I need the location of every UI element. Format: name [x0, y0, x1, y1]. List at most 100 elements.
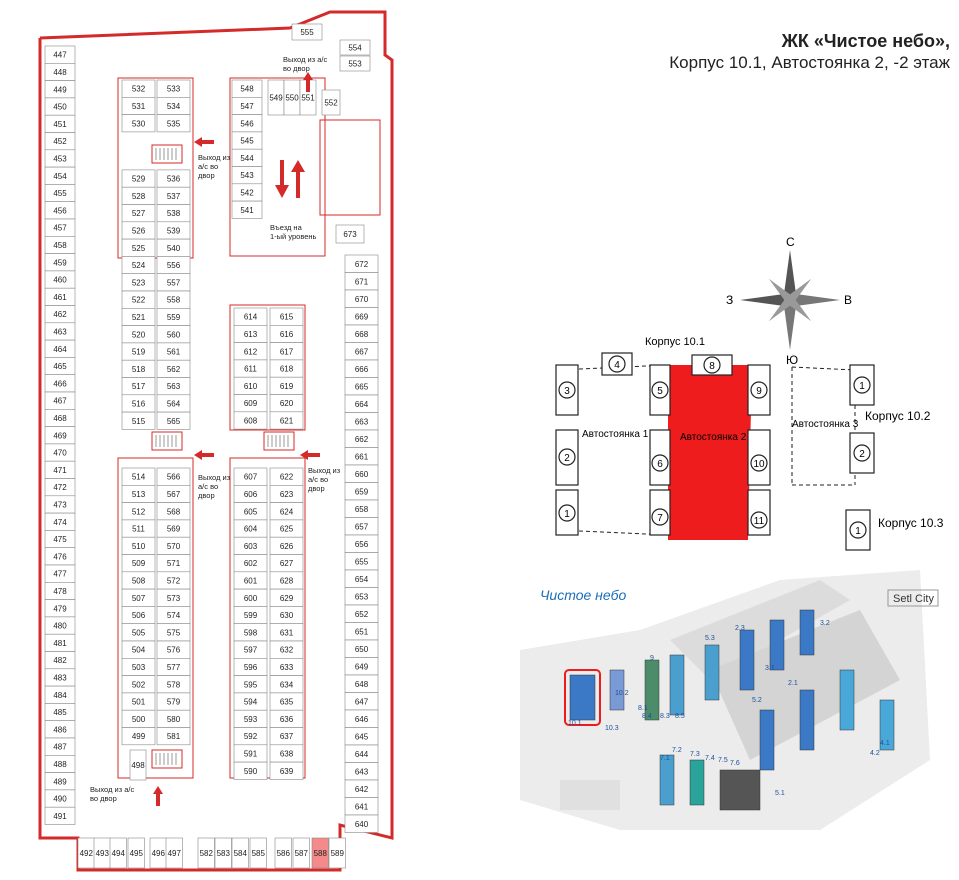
parking-space-648[interactable]: 648 [344, 674, 379, 693]
parking-space-654[interactable]: 654 [344, 569, 379, 588]
parking-space-479[interactable]: 479 [44, 599, 76, 618]
parking-space-668[interactable]: 668 [344, 324, 379, 343]
parking-space-610[interactable]: 610 [233, 376, 268, 395]
parking-space-501[interactable]: 501 [121, 692, 156, 711]
parking-space-620[interactable]: 620 [269, 394, 304, 413]
parking-space-463[interactable]: 463 [44, 322, 76, 341]
parking-space-574[interactable]: 574 [156, 606, 191, 625]
parking-space-601[interactable]: 601 [233, 571, 268, 590]
parking-space-572[interactable]: 572 [156, 571, 191, 590]
parking-space-457[interactable]: 457 [44, 218, 76, 237]
parking-space-476[interactable]: 476 [44, 547, 76, 566]
parking-space-558[interactable]: 558 [156, 290, 191, 309]
parking-space-509[interactable]: 509 [121, 554, 156, 573]
parking-space-545[interactable]: 545 [231, 131, 263, 150]
parking-space-547[interactable]: 547 [231, 97, 263, 115]
parking-space-621[interactable]: 621 [269, 411, 304, 430]
parking-space-510[interactable]: 510 [121, 536, 156, 555]
parking-space-632[interactable]: 632 [269, 640, 304, 659]
parking-space-584[interactable]: 584 [231, 837, 249, 869]
parking-space-577[interactable]: 577 [156, 657, 191, 676]
parking-space-465[interactable]: 465 [44, 357, 76, 375]
parking-space-567[interactable]: 567 [156, 484, 191, 503]
parking-space-462[interactable]: 462 [44, 305, 76, 324]
parking-space-517[interactable]: 517 [121, 377, 156, 396]
parking-space-459[interactable]: 459 [44, 253, 76, 272]
parking-space-599[interactable]: 599 [233, 606, 268, 625]
parking-space-472[interactable]: 472 [44, 478, 76, 497]
parking-space-641[interactable]: 641 [344, 797, 379, 816]
parking-space-661[interactable]: 661 [344, 447, 379, 466]
parking-space-666[interactable]: 666 [344, 359, 379, 378]
parking-space-560[interactable]: 560 [156, 325, 191, 344]
parking-space-593[interactable]: 593 [233, 709, 268, 728]
parking-space-546[interactable]: 546 [231, 114, 263, 133]
parking-space-660[interactable]: 660 [344, 464, 379, 483]
parking-space-629[interactable]: 629 [269, 588, 304, 607]
parking-space-505[interactable]: 505 [121, 623, 156, 642]
parking-space-516[interactable]: 516 [121, 394, 156, 413]
parking-space-646[interactable]: 646 [344, 709, 379, 728]
parking-space-672[interactable]: 672 [344, 254, 379, 273]
parking-space-589[interactable]: 589 [328, 837, 346, 869]
parking-space-613[interactable]: 613 [233, 324, 268, 343]
parking-space-475[interactable]: 475 [44, 530, 76, 549]
parking-space-640[interactable]: 640 [344, 814, 379, 833]
parking-space-557[interactable]: 557 [156, 273, 191, 292]
parking-space-655[interactable]: 655 [344, 552, 379, 571]
parking-space-527[interactable]: 527 [121, 204, 156, 223]
parking-space-473[interactable]: 473 [44, 495, 76, 514]
parking-space-617[interactable]: 617 [269, 342, 304, 361]
parking-space-460[interactable]: 460 [44, 270, 76, 289]
parking-space-449[interactable]: 449 [44, 80, 76, 99]
parking-space-520[interactable]: 520 [121, 325, 156, 344]
parking-space-665[interactable]: 665 [344, 377, 379, 396]
parking-space-628[interactable]: 628 [269, 571, 304, 590]
parking-space-608[interactable]: 608 [233, 411, 268, 430]
parking-space-450[interactable]: 450 [44, 97, 76, 116]
parking-space-566[interactable]: 566 [156, 467, 191, 486]
parking-space-507[interactable]: 507 [121, 588, 156, 607]
parking-space-518[interactable]: 518 [121, 359, 156, 378]
parking-space-553[interactable]: 553 [339, 55, 371, 72]
parking-space-636[interactable]: 636 [269, 709, 304, 728]
parking-space-534[interactable]: 534 [156, 97, 191, 115]
parking-space-515[interactable]: 515 [121, 411, 156, 430]
parking-space-625[interactable]: 625 [269, 519, 304, 538]
parking-space-502[interactable]: 502 [121, 675, 156, 694]
parking-space-597[interactable]: 597 [233, 640, 268, 659]
parking-space-513[interactable]: 513 [121, 484, 156, 503]
parking-space-448[interactable]: 448 [44, 62, 76, 81]
parking-space-658[interactable]: 658 [344, 499, 379, 518]
parking-space-468[interactable]: 468 [44, 408, 76, 427]
parking-space-478[interactable]: 478 [44, 581, 76, 600]
parking-space-469[interactable]: 469 [44, 426, 76, 445]
parking-space-529[interactable]: 529 [121, 169, 156, 188]
parking-space-670[interactable]: 670 [344, 289, 379, 308]
parking-space-598[interactable]: 598 [233, 623, 268, 642]
parking-space-619[interactable]: 619 [269, 376, 304, 395]
parking-space-533[interactable]: 533 [156, 79, 191, 98]
parking-space-461[interactable]: 461 [44, 287, 76, 306]
parking-space-528[interactable]: 528 [121, 186, 156, 205]
parking-space-495[interactable]: 495 [127, 837, 145, 869]
parking-space-623[interactable]: 623 [269, 484, 304, 503]
parking-space-592[interactable]: 592 [233, 727, 268, 746]
parking-space-671[interactable]: 671 [344, 272, 379, 291]
parking-space-524[interactable]: 524 [121, 256, 156, 274]
parking-space-631[interactable]: 631 [269, 623, 304, 642]
parking-space-604[interactable]: 604 [233, 519, 268, 538]
parking-space-662[interactable]: 662 [344, 429, 379, 448]
parking-space-497[interactable]: 497 [165, 837, 183, 869]
parking-space-583[interactable]: 583 [214, 837, 232, 869]
parking-space-467[interactable]: 467 [44, 391, 76, 410]
parking-space-500[interactable]: 500 [121, 709, 156, 728]
parking-space-591[interactable]: 591 [233, 744, 268, 763]
parking-space-506[interactable]: 506 [121, 606, 156, 625]
parking-space-659[interactable]: 659 [344, 482, 379, 501]
parking-space-512[interactable]: 512 [121, 502, 156, 521]
parking-space-454[interactable]: 454 [44, 166, 76, 185]
parking-space-611[interactable]: 611 [233, 359, 268, 378]
parking-space-542[interactable]: 542 [231, 183, 263, 202]
parking-space-471[interactable]: 471 [44, 460, 76, 479]
